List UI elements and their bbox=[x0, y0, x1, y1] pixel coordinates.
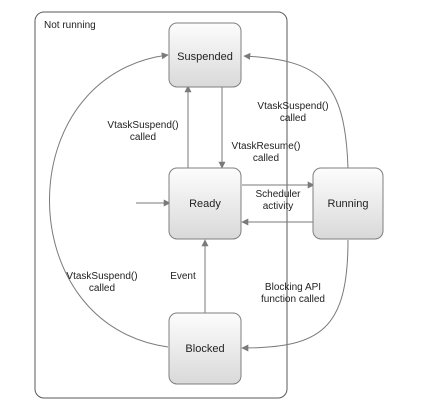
svg-text:Scheduler: Scheduler bbox=[255, 189, 301, 200]
svg-text:called: called bbox=[89, 283, 115, 294]
label-suspended-to-ready: VtaskResume() called bbox=[232, 141, 301, 164]
state-ready-label: Ready bbox=[189, 198, 221, 210]
svg-text:VtaskSuspend(): VtaskSuspend() bbox=[257, 101, 328, 112]
state-running-label: Running bbox=[328, 198, 369, 210]
edge-blocked-to-suspended bbox=[49, 52, 169, 348]
state-suspended: Suspended bbox=[168, 22, 242, 88]
label-scheduler-activity: Scheduler activity bbox=[255, 189, 301, 212]
svg-text:called: called bbox=[280, 113, 306, 124]
svg-text:activity: activity bbox=[263, 201, 294, 212]
svg-text:Event: Event bbox=[170, 271, 196, 282]
state-ready: Ready bbox=[168, 167, 242, 240]
state-blocked-label: Blocked bbox=[185, 343, 224, 355]
state-running: Running bbox=[312, 167, 384, 240]
label-ready-to-suspended: VtaskSuspend() called bbox=[107, 120, 178, 143]
not-running-frame bbox=[34, 11, 288, 399]
svg-text:function called: function called bbox=[261, 294, 325, 305]
svg-text:VtaskSuspend(): VtaskSuspend() bbox=[66, 271, 137, 282]
svg-text:Blocking API: Blocking API bbox=[265, 282, 321, 293]
svg-text:called: called bbox=[253, 153, 279, 164]
svg-text:VtaskResume(): VtaskResume() bbox=[232, 141, 301, 152]
label-blocked-to-ready: Event bbox=[170, 271, 196, 282]
svg-text:VtaskSuspend(): VtaskSuspend() bbox=[107, 120, 178, 131]
label-running-to-blocked: Blocking API function called bbox=[261, 282, 325, 305]
edge-running-to-blocked bbox=[241, 239, 349, 352]
label-running-to-suspended: VtaskSuspend() called bbox=[257, 101, 328, 124]
state-suspended-label: Suspended bbox=[177, 51, 233, 63]
label-blocked-to-suspended: VtaskSuspend() called bbox=[66, 271, 137, 294]
edge-running-to-suspended bbox=[243, 52, 349, 169]
state-blocked: Blocked bbox=[168, 312, 242, 385]
not-running-label: Not running bbox=[44, 20, 96, 31]
svg-text:called: called bbox=[130, 132, 156, 143]
